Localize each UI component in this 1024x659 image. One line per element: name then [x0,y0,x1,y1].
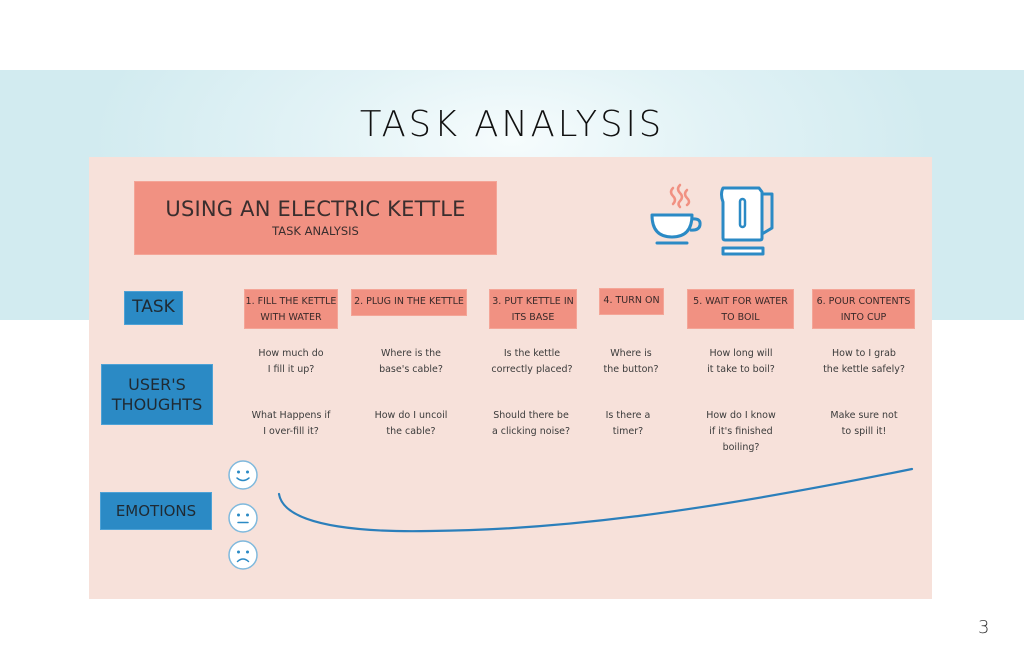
task-step-6-line1: 6. POUR CONTENTS [816,296,911,307]
thought-line: How to I grab [832,348,896,359]
thought-line: What Happens if [251,410,331,421]
thought-line: it take to boil? [707,364,775,375]
thought-2a: Where is the base's cable? [351,346,471,378]
thought-line: I fill it up? [267,364,315,375]
thought-2b: How do I uncoil the cable? [351,408,471,440]
task-step-2: 2. PLUG IN THE KETTLE [351,289,467,316]
row-label-emotions-text: EMOTIONS [115,501,197,520]
thought-line: How do I uncoil [374,410,448,421]
row-label-thoughts: USER'S THOUGHTS [101,364,213,425]
thought-5b: How do I know if it's finished boiling? [681,408,801,456]
thought-line: the kettle safely? [823,364,905,375]
thought-line: base's cable? [379,364,443,375]
sad-face-icon [228,540,258,570]
thought-4a: Where is the button? [571,346,691,378]
task-step-5-line2: TO BOIL [721,312,760,323]
task-step-1-line1: 1. FILL THE KETTLE [245,296,337,307]
slide-title: TASK ANALYSIS [359,104,665,145]
task-step-4-line1: 4. TURN ON [603,295,660,306]
task-step-6: 6. POUR CONTENTS INTO CUP [812,289,915,329]
thought-line: Make sure not [830,410,898,421]
thought-line: Is the kettle [503,348,561,359]
thought-line: Should there be [493,410,569,421]
row-label-thoughts-line2: THOUGHTS [111,394,203,414]
task-step-3-line1: 3. PUT KETTLE IN [492,296,574,307]
kettle-title: USING AN ELECTRIC KETTLE [165,197,466,221]
thought-6b: Make sure not to spill it! [804,408,924,440]
thought-1b: What Happens if I over-fill it? [231,408,351,440]
thought-line: Where is [610,348,652,359]
task-step-6-line2: INTO CUP [840,312,887,323]
thought-line: boiling? [722,442,760,453]
task-step-5: 5. WAIT FOR WATER TO BOIL [687,289,794,329]
row-label-emotions: EMOTIONS [100,492,212,530]
kettle-subtitle: TASK ANALYSIS [272,224,359,238]
row-label-task: TASK [124,291,183,325]
kettle-title-box: USING AN ELECTRIC KETTLE TASK ANALYSIS [134,181,497,255]
task-step-1-line2: WITH WATER [260,312,322,323]
thought-line: Is there a [605,410,651,421]
thought-line: How long will [709,348,773,359]
neutral-face-icon [228,503,258,533]
task-step-5-line1: 5. WAIT FOR WATER [693,296,788,307]
thought-line: a clicking noise? [491,426,571,437]
row-label-thoughts-line1: USER'S [128,374,186,394]
thought-line: to spill it! [841,426,887,437]
thought-line: How much do [258,348,324,359]
happy-face-icon [228,460,258,490]
thought-4b: Is there a timer? [568,408,688,440]
thought-line: Where is the [380,348,442,359]
thought-line: I over-fill it? [263,426,319,437]
electric-kettle-icon [720,186,774,256]
task-step-2-line1: 2. PLUG IN THE KETTLE [354,296,464,307]
task-step-3: 3. PUT KETTLE IN ITS BASE [489,289,577,329]
page-number: 3 [978,617,990,638]
header-icons [645,182,785,262]
thought-3b: Should there be a clicking noise? [471,408,591,440]
row-label-task-text: TASK [132,297,175,318]
task-step-4: 4. TURN ON [599,288,664,315]
thought-6a: How to I grab the kettle safely? [804,346,924,378]
task-step-1: 1. FILL THE KETTLE WITH WATER [244,289,338,329]
thought-line: correctly placed? [491,364,573,375]
coffee-cup-icon [650,183,702,245]
thought-line: How do I know [706,410,776,421]
thought-line: the button? [603,364,659,375]
task-step-3-line2: ITS BASE [511,312,555,323]
thought-line: if it's finished [709,426,773,437]
header-illustration [650,183,774,256]
thought-line: the cable? [386,426,436,437]
thought-line: timer? [612,426,644,437]
thought-3a: Is the kettle correctly placed? [472,346,592,378]
thought-1a: How much do I fill it up? [231,346,351,378]
thought-5a: How long will it take to boil? [681,346,801,378]
